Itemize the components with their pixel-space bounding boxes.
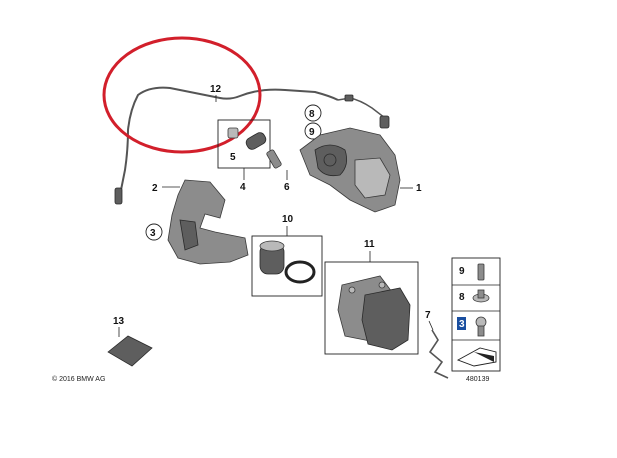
legend-bolt-9-icon bbox=[477, 263, 485, 281]
piston-seal-10[interactable] bbox=[259, 240, 316, 284]
brake-pads-11[interactable] bbox=[337, 275, 411, 351]
label-6[interactable]: 6 bbox=[284, 182, 290, 193]
grease-packet-13[interactable] bbox=[107, 335, 153, 367]
wear-sensor-cable[interactable] bbox=[114, 86, 390, 205]
legend-label-8[interactable]: 8 bbox=[459, 292, 465, 303]
label-3-circle[interactable]: 3 bbox=[150, 228, 156, 239]
guide-bolt-5[interactable] bbox=[227, 127, 268, 151]
legend-label-9[interactable]: 9 bbox=[459, 266, 465, 277]
bolt-6[interactable] bbox=[266, 149, 282, 169]
brake-caliper-1[interactable] bbox=[299, 127, 401, 213]
label-12[interactable]: 12 bbox=[210, 84, 222, 95]
box-part-11 bbox=[324, 261, 419, 355]
caliper-carrier-2[interactable] bbox=[167, 179, 249, 265]
sensor-plug-left bbox=[114, 187, 123, 205]
label-13[interactable]: 13 bbox=[113, 316, 125, 327]
legend-label-3-highlight bbox=[457, 317, 466, 330]
label-9-top[interactable]: 9 bbox=[309, 127, 315, 138]
legend-arrow-icon bbox=[456, 347, 497, 367]
label-7[interactable]: 7 bbox=[425, 310, 431, 321]
legend-label-3[interactable]: 3 bbox=[459, 319, 465, 330]
label-8-top[interactable]: 8 bbox=[309, 109, 315, 120]
diagram-number: 480139 bbox=[466, 376, 489, 383]
highlight-circle bbox=[102, 36, 262, 154]
spring-clip-7[interactable] bbox=[428, 329, 449, 379]
copyright-text: © 2016 BMW AG bbox=[52, 375, 105, 383]
legend-screw-3-icon bbox=[475, 316, 487, 328]
sensor-plug-right bbox=[379, 115, 390, 129]
label-10[interactable]: 10 bbox=[282, 214, 294, 225]
label-5[interactable]: 5 bbox=[230, 152, 236, 163]
legend-bolt-8-icon bbox=[477, 289, 485, 299]
sensor-clip bbox=[344, 94, 354, 102]
label-11[interactable]: 11 bbox=[364, 239, 375, 250]
label-4[interactable]: 4 bbox=[240, 182, 246, 193]
legend-screw-3-shank-icon bbox=[477, 325, 485, 337]
label-2[interactable]: 2 bbox=[152, 183, 158, 194]
label-1[interactable]: 1 bbox=[416, 183, 422, 194]
fastener-legend-box bbox=[451, 257, 501, 372]
